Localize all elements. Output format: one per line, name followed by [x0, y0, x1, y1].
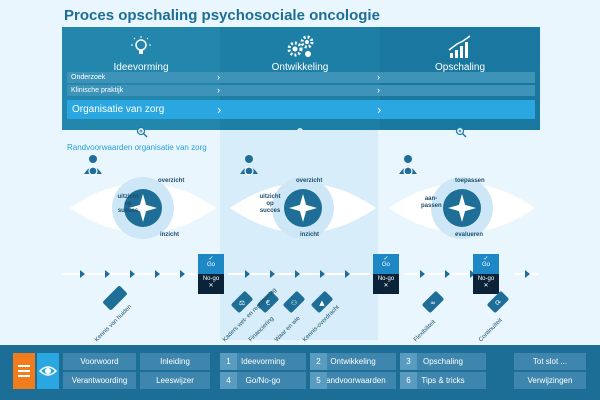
person-wheel-icon — [84, 155, 102, 176]
go-button[interactable]: ✓Go — [473, 254, 499, 274]
nogo-button[interactable]: No-go✕ — [198, 274, 224, 294]
nav-voorwoord[interactable]: Voorwoord — [63, 353, 136, 370]
eye-diagram-3[interactable]: toepassen aan-passen evalueren — [387, 155, 537, 250]
nav-verantwoording[interactable]: Verantwoording — [63, 372, 136, 389]
chevron-right-icon: › — [217, 85, 220, 95]
chevron-right-icon: › — [217, 102, 222, 117]
section-subtitle: Randvoorwaarden organisatie van zorg — [67, 143, 207, 152]
eye-label-bottom: inzicht — [300, 232, 319, 238]
lightbulb-icon — [62, 35, 220, 59]
eye-label-left: uitzicht op succes — [259, 194, 281, 214]
chevron-right-icon: › — [377, 85, 380, 95]
bar-onderzoek[interactable]: Onderzoek › › — [67, 72, 535, 83]
timeline-arrows — [62, 270, 538, 278]
gears-icon — [220, 35, 380, 59]
nav-leeswijzer[interactable]: Leeswijzer — [140, 372, 210, 389]
close-icon: ✕ — [383, 283, 389, 289]
eye-label-top: overzicht — [296, 178, 323, 184]
flex-icon: ∞ — [430, 299, 436, 307]
scales-icon: ⚖ — [239, 299, 245, 307]
eye-diagram-2[interactable]: overzicht uitzicht op succes inzicht — [228, 155, 378, 250]
eye-label-left: aan-passen — [421, 196, 442, 209]
check-icon: ✓ — [208, 256, 214, 262]
people-icon: ⚇ — [291, 299, 297, 307]
eye-label-top: toepassen — [455, 178, 485, 184]
cycle-icon: ⟳ — [495, 299, 501, 307]
euro-icon: € — [266, 299, 270, 307]
menu-icon — [18, 365, 30, 377]
zoom-icon[interactable] — [455, 126, 467, 138]
go-nogo-gate-1[interactable]: ✓Go No-go✕ — [198, 254, 224, 294]
phase-label: Opschaling — [434, 62, 486, 73]
menu-button[interactable] — [13, 353, 35, 389]
go-nogo-gate-3[interactable]: ✓Go No-go✕ — [473, 254, 499, 294]
tag-icons: ⚖ € ⚇ ▲ ∞ ⟳ — [103, 286, 509, 313]
eye-icon — [38, 366, 58, 376]
person-wheel-icon — [399, 155, 417, 176]
eye-label-bottom: evalueren — [455, 232, 484, 238]
bar-organisatie-van-zorg[interactable]: Organisatie van zorg › › — [67, 100, 535, 119]
chevron-right-icon: › — [217, 72, 220, 82]
phase-label: Ontwikkeling — [271, 62, 329, 73]
eye-label-left: uitzicht op succes — [117, 194, 139, 214]
check-icon: ✓ — [383, 256, 389, 262]
zoom-icon[interactable] — [136, 126, 148, 138]
person-wheel-icon — [240, 155, 258, 176]
go-button[interactable]: ✓Go — [198, 254, 224, 274]
nogo-button[interactable]: No-go✕ — [473, 274, 499, 294]
nav-verwijzingen[interactable]: Verwijzingen — [514, 372, 586, 389]
view-button[interactable] — [37, 353, 59, 389]
eye-label-top: overzicht — [158, 178, 185, 184]
growth-chart-icon — [380, 35, 540, 59]
nogo-button[interactable]: No-go✕ — [373, 274, 399, 294]
page-title: Proces opschaling psychosociale oncologi… — [64, 7, 380, 24]
check-icon: ✓ — [483, 256, 489, 262]
eye-diagram-1[interactable]: overzicht uitzicht op succes inzicht — [68, 155, 218, 250]
graduation-icon: ▲ — [319, 299, 325, 307]
close-icon: ✕ — [483, 283, 489, 289]
bar-klinische-praktijk[interactable]: Klinische praktijk › › — [67, 85, 535, 96]
chevron-right-icon: › — [377, 102, 382, 117]
close-icon: ✕ — [208, 283, 214, 289]
phase-label: Ideevorming — [113, 62, 169, 73]
phase-band: Ideevorming Ontwikkeling Opschaling Onde… — [62, 27, 540, 130]
go-nogo-gate-2[interactable]: ✓Go No-go✕ — [373, 254, 399, 294]
eye-label-bottom: inzicht — [160, 232, 179, 238]
go-button[interactable]: ✓Go — [373, 254, 399, 274]
nav-inleiding[interactable]: Inleiding — [140, 353, 210, 370]
chevron-right-icon: › — [377, 72, 380, 82]
nav-tot-slot[interactable]: Tot slot ... — [514, 353, 586, 370]
